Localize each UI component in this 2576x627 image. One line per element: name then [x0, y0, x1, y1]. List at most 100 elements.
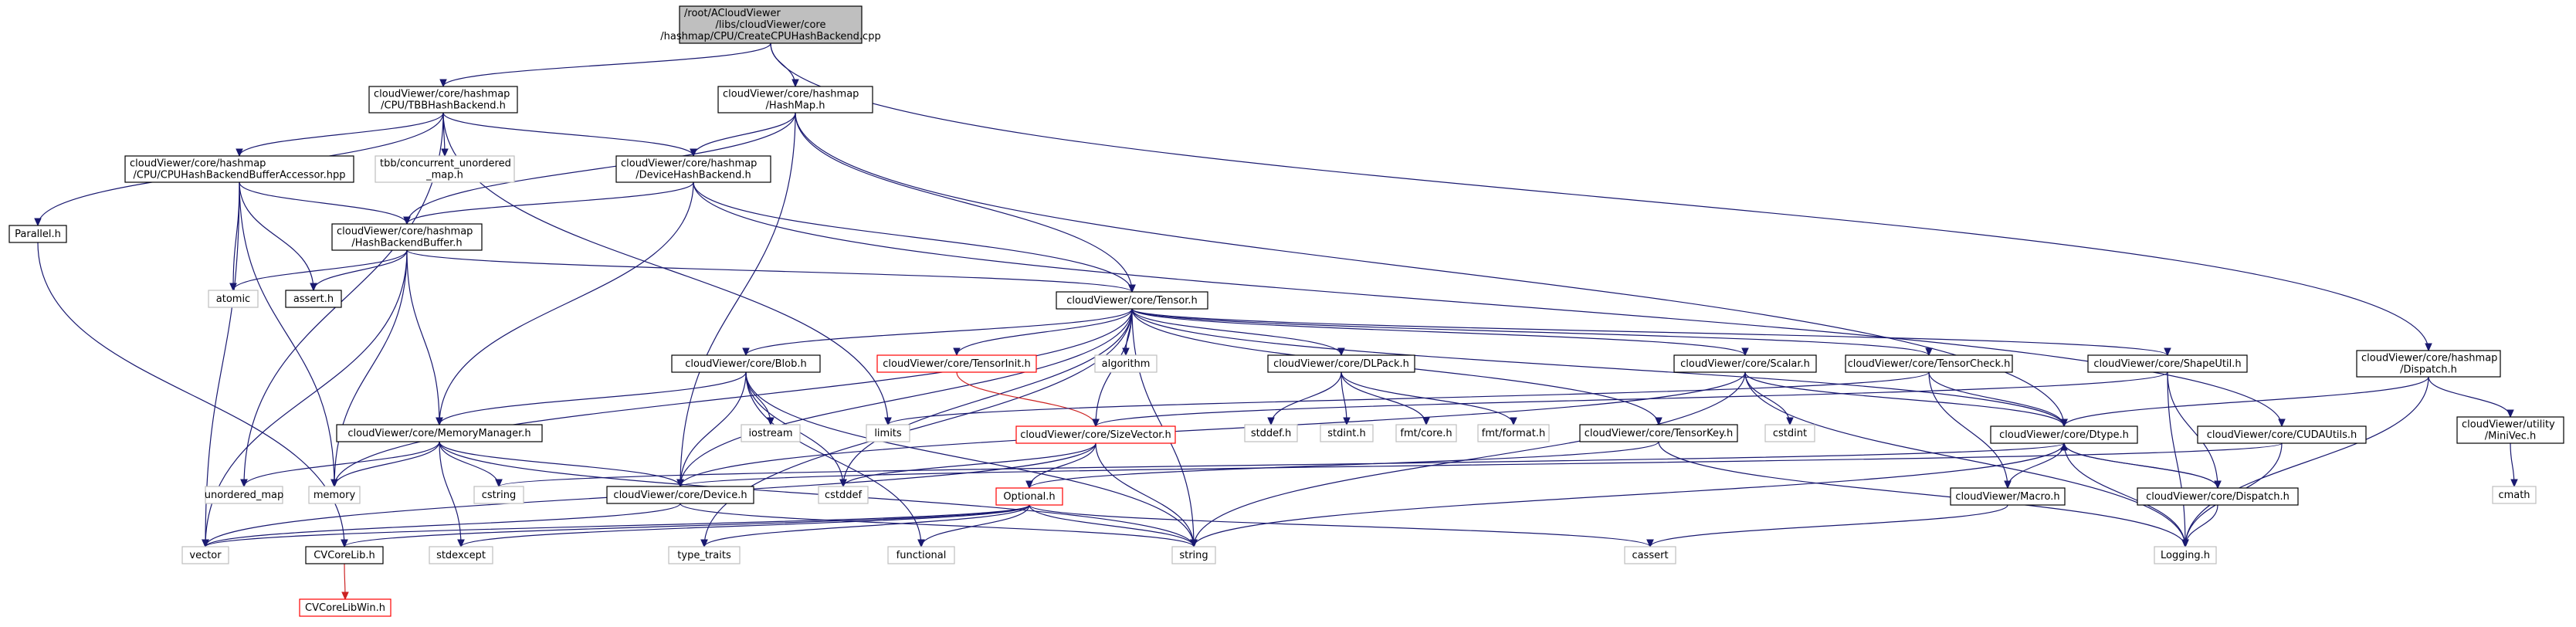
node-label-backend_buffer-1: /HashBackendBuffer.h: [351, 238, 462, 249]
edge-tensor-to-tensorcheck: [1131, 308, 1930, 356]
node-iostream[interactable]: iostream: [741, 424, 801, 442]
node-optional[interactable]: Optional.h: [995, 487, 1063, 506]
arrowhead-macro-to-cassert: [1646, 539, 1654, 548]
edge-cpu_accessor-to-memory: [239, 181, 335, 487]
node-macro[interactable]: cloudViewer/Macro.h: [1950, 487, 2066, 506]
node-label-limits-0: limits: [874, 428, 902, 439]
node-box-cvcorelib: [305, 546, 384, 564]
node-device_backend[interactable]: cloudViewer/core/hashmap/DeviceHashBacke…: [615, 155, 771, 183]
node-unordered_map[interactable]: unordered_map: [205, 486, 284, 504]
node-stddef_h[interactable]: stddef.h: [1244, 424, 1298, 442]
edge-tensor-to-tensorinit: [956, 308, 1133, 356]
edge-dtype-to-cstring: [498, 442, 2065, 487]
node-box-atomic: [208, 290, 259, 308]
node-memory[interactable]: memory: [308, 486, 361, 504]
node-logging[interactable]: Logging.h: [2154, 546, 2217, 564]
edge-device_backend-to-tensor: [693, 181, 1133, 293]
edge-optional-to-stdexcept: [460, 504, 1030, 547]
node-label-dispatch_hm-1: /Dispatch.h: [2400, 364, 2457, 376]
node-shapeutil[interactable]: cloudViewer/core/ShapeUtil.h: [2087, 354, 2248, 373]
node-box-type_traits: [668, 546, 741, 564]
node-cstdint[interactable]: cstdint: [1764, 424, 1815, 442]
node-box-stddef_h: [1244, 424, 1298, 442]
node-label-cpu_accessor-1: /CPU/CPUHashBackendBufferAccessor.hpp: [134, 170, 346, 181]
edge-tbb_backend-to-device_backend: [442, 112, 694, 157]
edge-device_backend-to-backend_buffer: [406, 181, 694, 225]
node-hashmap_h[interactable]: cloudViewer/core/hashmap/HashMap.h: [717, 86, 873, 114]
node-cassert[interactable]: cassert: [1624, 546, 1676, 564]
edge-memmgr-to-string: [439, 441, 1195, 547]
node-tensorkey[interactable]: cloudViewer/core/TensorKey.h: [1579, 424, 1738, 442]
arrowhead-dispatch_core-to-logging: [2181, 539, 2189, 548]
edge-sizevector-to-string: [1095, 442, 1195, 547]
node-memmgr[interactable]: cloudViewer/core/MemoryManager.h: [336, 424, 543, 442]
edge-blob-to-iostream: [745, 371, 771, 425]
node-blob[interactable]: cloudViewer/core/Blob.h: [671, 354, 821, 373]
node-label-root-0: /root/ACloudViewer: [684, 8, 781, 19]
node-label-tensor-0: cloudViewer/core/Tensor.h: [1066, 295, 1198, 307]
node-label-tbb_backend-1: /CPU/TBBHashBackend.h: [381, 100, 506, 112]
node-dtype[interactable]: cloudViewer/core/Dtype.h: [1990, 425, 2138, 444]
node-functional[interactable]: functional: [887, 546, 955, 564]
arrowhead-blob-to-memmgr: [436, 417, 443, 426]
node-fmt_format[interactable]: fmt/format.h: [1477, 424, 1550, 442]
node-root[interactable]: /root/ACloudViewer/libs/cloudViewer/core…: [660, 5, 881, 44]
node-stdint_h[interactable]: stdint.h: [1320, 424, 1374, 442]
arrowhead-device_backend-to-cudautils: [2278, 419, 2286, 428]
arrowhead-dispatch_hm-to-minivec: [2507, 409, 2514, 419]
node-tbb_map[interactable]: tbb/concurrent_unordered_map.h: [375, 155, 515, 183]
node-box-parallel: [8, 225, 67, 243]
node-sizevector[interactable]: cloudViewer/core/SizeVector.h: [1015, 425, 1176, 444]
node-label-cassert-0: cassert: [1632, 550, 1668, 561]
node-box-dtype: [1990, 425, 2138, 444]
node-algorithm[interactable]: algorithm: [1094, 354, 1158, 373]
node-label-minivec-1: /MiniVec.h: [2485, 431, 2536, 442]
edge-backend_buffer-to-assert: [313, 249, 408, 291]
edge-backend_buffer-to-memory: [334, 249, 408, 487]
node-limits[interactable]: limits: [866, 424, 910, 442]
node-stdexcept[interactable]: stdexcept: [429, 546, 493, 564]
node-string[interactable]: string: [1171, 546, 1216, 564]
node-cvcorelib[interactable]: CVCoreLib.h: [305, 546, 384, 564]
node-label-algorithm-0: algorithm: [1102, 358, 1151, 370]
node-tensorcheck[interactable]: cloudViewer/core/TensorCheck.h: [1845, 354, 2013, 373]
node-fmt_core[interactable]: fmt/core.h: [1395, 424, 1457, 442]
node-cudautils[interactable]: cloudViewer/core/CUDAUtils.h: [2197, 425, 2367, 444]
edge-hashmap_h-to-device: [680, 112, 796, 487]
arrowhead-minivec-to-cmath: [2510, 479, 2518, 488]
arrowhead-tbb_backend-to-tbb_map: [441, 148, 449, 158]
node-tensor[interactable]: cloudViewer/core/Tensor.h: [1056, 291, 1208, 310]
node-label-unordered_map-0: unordered_map: [205, 490, 284, 501]
node-vector[interactable]: vector: [181, 546, 229, 564]
node-cpu_accessor[interactable]: cloudViewer/core/hashmap/CPU/CPUHashBack…: [124, 155, 354, 183]
node-tbb_backend[interactable]: cloudViewer/core/hashmap/CPU/TBBHashBack…: [368, 86, 518, 114]
arrowhead-dlpack-to-fmt_format: [1510, 417, 1517, 426]
node-cvcorelibwin[interactable]: CVCoreLibWin.h: [299, 598, 391, 617]
node-label-device-0: cloudViewer/core/Device.h: [613, 490, 747, 501]
node-label-scalar-0: cloudViewer/core/Scalar.h: [1680, 358, 1810, 370]
node-scalar[interactable]: cloudViewer/core/Scalar.h: [1673, 354, 1817, 373]
node-dispatch_hm[interactable]: cloudViewer/core/hashmap/Dispatch.h: [2356, 350, 2501, 378]
node-label-tbb_backend-0: cloudViewer/core/hashmap: [374, 89, 510, 100]
node-type_traits[interactable]: type_traits: [668, 546, 741, 564]
node-assert[interactable]: assert.h: [285, 290, 342, 308]
node-label-dispatch_core-0: cloudViewer/core/Dispatch.h: [2146, 491, 2290, 503]
node-box-macro: [1950, 487, 2066, 506]
node-box-unordered_map: [205, 486, 283, 504]
node-label-atomic-0: atomic: [216, 293, 250, 305]
node-parallel[interactable]: Parallel.h: [8, 225, 67, 243]
node-tensorinit[interactable]: cloudViewer/core/TensorInit.h: [876, 354, 1037, 373]
node-cmath[interactable]: cmath: [2492, 486, 2537, 504]
node-backend_buffer[interactable]: cloudViewer/core/hashmap/HashBackendBuff…: [331, 223, 483, 251]
arrowhead-tensor-to-scalar: [1741, 347, 1749, 357]
node-minivec[interactable]: cloudViewer/utility/MiniVec.h: [2456, 416, 2564, 444]
arrowhead-tensor-to-tensorinit: [953, 347, 961, 357]
node-dispatch_core[interactable]: cloudViewer/core/Dispatch.h: [2137, 487, 2299, 506]
node-cstring[interactable]: cstring: [473, 486, 524, 504]
node-dlpack[interactable]: cloudViewer/core/DLPack.h: [1267, 354, 1415, 373]
node-label-tensorcheck-0: cloudViewer/core/TensorCheck.h: [1848, 358, 2011, 370]
node-device[interactable]: cloudViewer/core/Device.h: [606, 486, 754, 504]
node-atomic[interactable]: atomic: [208, 290, 259, 308]
node-label-vector-0: vector: [189, 550, 222, 561]
node-cstddef[interactable]: cstddef: [818, 486, 869, 504]
